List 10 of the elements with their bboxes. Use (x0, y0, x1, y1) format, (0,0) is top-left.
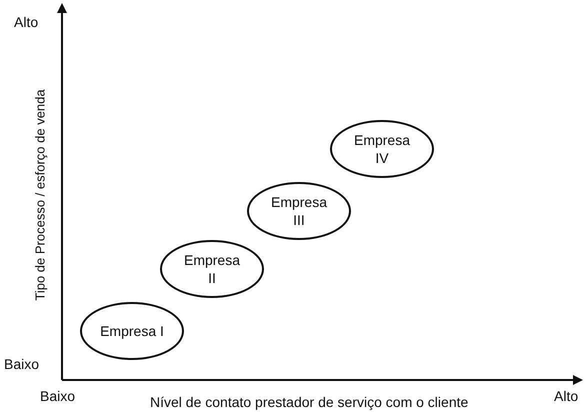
node-label: Empresa IV (352, 131, 412, 167)
axis-end-label: Alto (14, 13, 38, 32)
axis-end-label: Alto (554, 387, 578, 406)
node-label: Empresa I (100, 322, 164, 340)
axis-end-label: Baixo (4, 355, 40, 374)
node-label: Empresa III (270, 193, 328, 229)
axis-end-label: Baixo (40, 387, 76, 406)
axis-title: Tipo de Processo / esforço de venda (31, 89, 48, 301)
axis-title: Nível de contato prestador de serviço com o cliente (150, 393, 468, 412)
node-label: Empresa II (182, 251, 242, 287)
